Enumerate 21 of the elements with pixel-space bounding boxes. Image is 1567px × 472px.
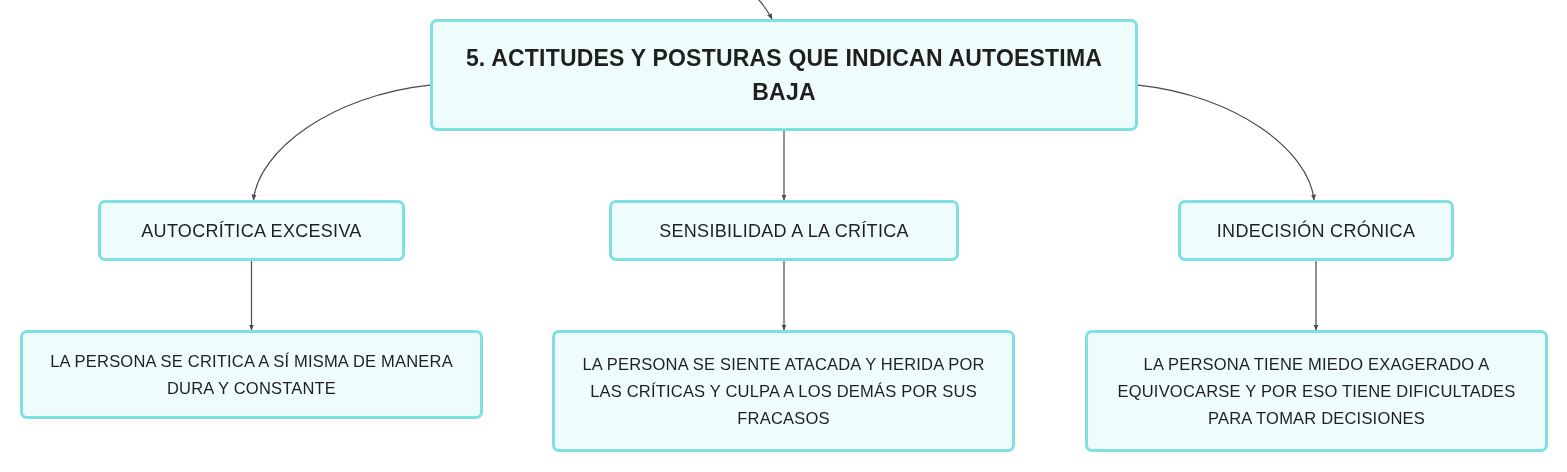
connector-arrow: [1313, 260, 1319, 331]
connector-arrow: [781, 130, 787, 201]
connector-arrow: [756, 0, 773, 20]
topic-title: 5. ACTITUDES Y POSTURAS QUE INDICAN AUTOESTIMA BAJA: [464, 44, 1104, 107]
connector-arrow: [252, 84, 431, 201]
main-topic-box: [430, 19, 1138, 131]
connector-arrow: [249, 260, 254, 331]
topic-text: LA PERSONA SE SIENTE ATACADA Y HERIDA POR LAS CRÍTICAS Y CULPA A LOS DEMÁS POR SUS FRACASOS: [581, 353, 986, 429]
description-box: [20, 330, 483, 419]
topic-text: SENSIBILIDAD A LA CRÍTICA: [659, 219, 909, 243]
description-box: [552, 330, 1015, 452]
topic-text: LA PERSONA TIENE MIEDO EXAGERADO A EQUIVOCARSE Y POR ESO TIENE DIFICULTADES PARA TOMAR DECISIONES: [1116, 353, 1517, 429]
connector-arrow: [781, 260, 787, 331]
topic-text: LA PERSONA SE CRITICA A SÍ MISMA DE MANERA DURA Y CONSTANTE: [49, 350, 454, 399]
description-box: [1085, 330, 1548, 452]
subtopic-box: [1178, 200, 1454, 261]
topic-text: AUTOCRÍTICA EXCESIVA: [141, 219, 362, 243]
subtopic-box: [609, 200, 959, 261]
connector-arrow: [1137, 84, 1316, 201]
subtopic-box: [98, 200, 405, 261]
topic-text: INDECISIÓN CRÓNICA: [1216, 219, 1416, 243]
